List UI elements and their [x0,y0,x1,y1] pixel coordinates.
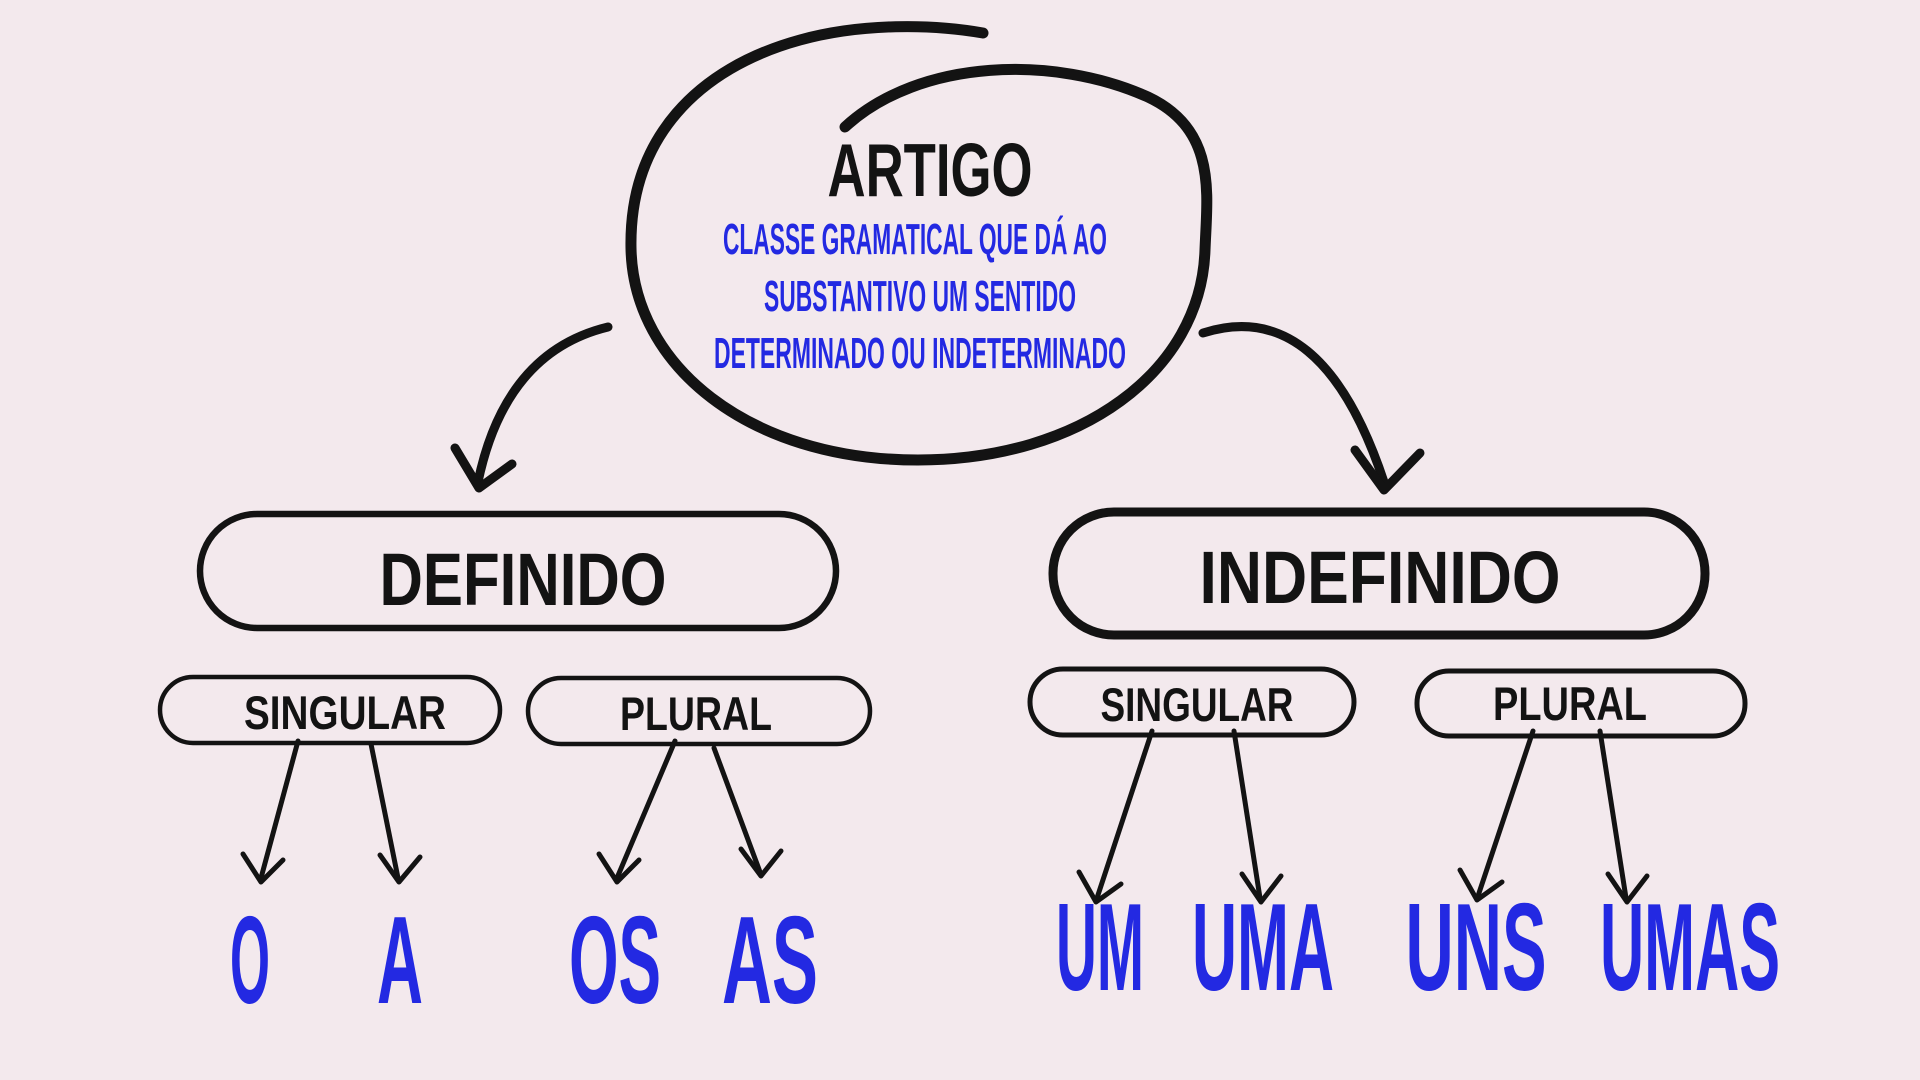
definido-singular-label: SINGULAR [244,686,446,739]
arrow-definido-plural-1 [596,738,678,885]
definido-pill [196,510,840,632]
arrow-to-indefinido-shaft [1198,322,1389,487]
arrow-to-definido-shaft [473,322,613,487]
article-indefinido-plural-masc: UNS [1406,879,1547,1017]
article-definido-plural-masc: OS [569,892,661,1030]
article-definido-singular-masc: O [230,892,270,1030]
article-indefinido-plural-fem: UMAS [1600,879,1780,1017]
indefinido-singular-pill [1027,666,1357,738]
indefinido-plural-pill [1414,668,1748,739]
indefinido-singular-label: SINGULAR [1101,678,1294,731]
arrow-to-indefinido [1198,322,1425,495]
article-definido-singular-fem: A [377,892,423,1030]
indefinido-pill [1048,507,1710,640]
article-definido-plural-fem: AS [722,892,818,1030]
arrow-indefinido-plural-2 [1597,728,1650,905]
article-indefinido-singular-masc: UM [1056,879,1144,1017]
indefinido-label: INDEFINIDO [1200,536,1561,619]
central-ellipse-outline [625,21,1213,466]
arrow-to-definido [450,322,613,493]
article-indefinido-singular-fem: UMA [1192,879,1334,1017]
arrow-to-definido-head [450,443,517,493]
arrow-indefinido-singular-2 [1231,728,1284,905]
central-description-line-3: DETERMINADO OU INDETERMINADO [714,329,1126,378]
central-description-line-2: SUBSTANTIVO UM SENTIDO [764,272,1076,321]
definido-label: DEFINIDO [380,538,667,621]
central-description-line-1: CLASSE GRAMATICAL QUE DÁ AO [723,214,1107,264]
arrow-indefinido-singular-1 [1076,728,1155,905]
arrow-indefinido-plural-1 [1457,728,1536,903]
central-title: ARTIGO [828,128,1033,212]
arrow-definido-singular-2 [368,741,423,885]
definido-plural-pill [525,675,873,747]
definido-singular-pill [157,674,503,746]
arrow-definido-singular-1 [240,738,301,885]
indefinido-plural-label: PLURAL [1493,677,1647,730]
definido-plural-label: PLURAL [620,687,772,740]
arrow-to-indefinido-head [1350,445,1425,495]
arrow-definido-plural-2 [711,745,784,879]
